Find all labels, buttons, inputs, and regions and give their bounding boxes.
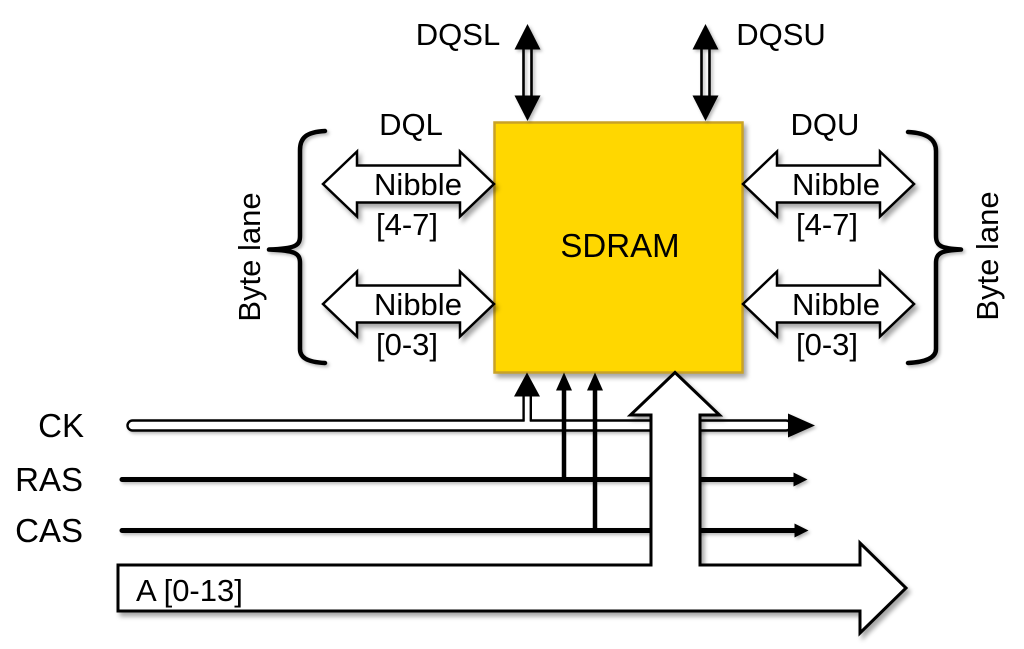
ras-tap-arrow — [556, 372, 572, 481]
right-nibble-low-range: [0-3] — [796, 327, 858, 362]
address-bus-label: A [0-13] — [136, 573, 243, 608]
ck-arrowhead-icon — [788, 413, 815, 438]
ck-tap-arrowhead-icon — [514, 372, 540, 397]
ras-arrowhead-icon — [793, 472, 808, 487]
dql-label: DQL — [379, 107, 443, 142]
dqu-label: DQU — [791, 107, 860, 142]
left-nibble-low-arrow — [321, 268, 496, 340]
sdram-chip: SDRAM — [493, 121, 744, 374]
left-byte-lane-brace — [266, 128, 328, 366]
sdram-chip-label: SDRAM — [560, 227, 679, 264]
address-bus-arrow — [116, 370, 909, 637]
ras-tap-arrowhead-icon — [556, 372, 572, 391]
left-nibble-high-word: Nibble — [374, 167, 462, 202]
cas-tap-arrow — [587, 372, 603, 532]
left-nibble-high-range: [4-7] — [376, 207, 438, 242]
left-nibble-low-range: [0-3] — [376, 327, 438, 362]
right-byte-lane-label: Byte lane — [970, 191, 1005, 320]
dqsl-arrowhead-down-icon — [514, 95, 541, 121]
right-nibble-high-arrow — [741, 148, 916, 220]
ck-label: CK — [38, 407, 84, 444]
sdram-chip-body — [493, 121, 744, 374]
right-nibble-low-arrow — [741, 268, 916, 340]
right-nibble-high-range: [4-7] — [796, 207, 858, 242]
cas-label: CAS — [15, 512, 83, 549]
right-nibble-high-word: Nibble — [792, 167, 880, 202]
ras-label: RAS — [15, 461, 83, 498]
right-nibble-low-word: Nibble — [792, 287, 880, 322]
dqsl-label: DQSL — [416, 17, 500, 52]
dqsu-strobe-arrow — [692, 24, 719, 121]
dqsl-strobe-arrow — [514, 24, 541, 121]
right-byte-lane-brace — [905, 129, 964, 366]
dqsu-arrowhead-down-icon — [692, 95, 719, 121]
left-nibble-high-arrow — [321, 148, 496, 220]
cas-arrowhead-icon — [794, 523, 809, 538]
cas-tap-arrowhead-icon — [587, 372, 603, 391]
dqsu-label: DQSU — [736, 17, 826, 52]
dqsu-arrowhead-up-icon — [692, 24, 719, 50]
dqsl-arrowhead-up-icon — [514, 24, 541, 50]
ck-tap-arrow — [514, 372, 540, 429]
left-nibble-low-word: Nibble — [374, 287, 462, 322]
left-byte-lane-label: Byte lane — [232, 192, 267, 321]
